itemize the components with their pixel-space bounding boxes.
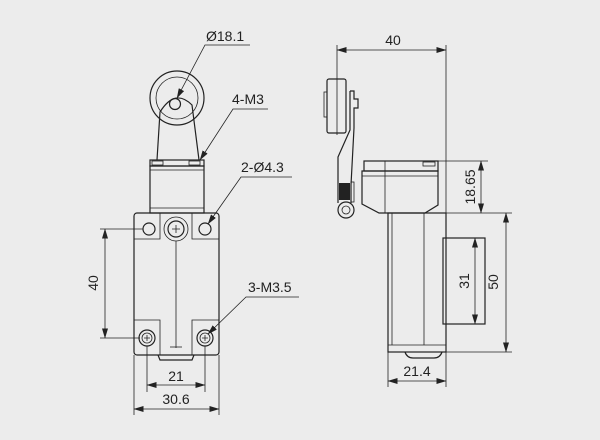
mounting-hole-left bbox=[142, 222, 156, 236]
dimension-21: 21 bbox=[146, 346, 206, 392]
dimension-21-4: 21.4 bbox=[387, 352, 447, 387]
roller bbox=[149, 70, 205, 126]
body-side bbox=[387, 212, 486, 359]
dim-label-30-6: 30.6 bbox=[162, 391, 189, 407]
callout-terminal-screws: 3-M3.5 bbox=[207, 279, 299, 335]
callout-roller-diameter: Ø18.1 bbox=[176, 28, 250, 99]
dimension-18-65: 18.65 bbox=[438, 160, 512, 214]
dim-label-21: 21 bbox=[168, 368, 184, 384]
dimension-50: 50 bbox=[446, 212, 512, 353]
callout-label-mounting-holes: 2-Ø4.3 bbox=[241, 159, 284, 175]
roller-side bbox=[323, 78, 347, 134]
dim-label-21-4: 21.4 bbox=[403, 363, 430, 379]
callout-label-head-screws: 4-M3 bbox=[232, 91, 264, 107]
dim-label-31: 31 bbox=[456, 273, 472, 289]
dim-label-40-front: 40 bbox=[85, 275, 101, 291]
switch-head bbox=[149, 159, 205, 214]
front-view: 40 21 30.6 Ø18.1 4-M3 2-Ø4.3 bbox=[85, 28, 299, 415]
terminal-screw-left bbox=[138, 329, 156, 347]
terminal-screw-right bbox=[196, 329, 214, 347]
head-side bbox=[361, 160, 439, 214]
side-plate bbox=[442, 237, 486, 325]
callout-mounting-holes: 2-Ø4.3 bbox=[207, 159, 292, 225]
lever-side bbox=[337, 90, 359, 219]
dimension-40-horizontal: 40 bbox=[336, 32, 447, 213]
callout-label-roller-diameter: Ø18.1 bbox=[206, 28, 244, 44]
callout-head-screws: 4-M3 bbox=[199, 91, 268, 161]
center-screw bbox=[163, 216, 189, 242]
mounting-hole-right bbox=[198, 222, 212, 236]
callout-label-terminal-screws: 3-M3.5 bbox=[248, 279, 292, 295]
switch-body bbox=[133, 212, 220, 361]
dim-label-18-65: 18.65 bbox=[462, 169, 478, 204]
lever-arm bbox=[156, 97, 200, 161]
bottom-tab bbox=[157, 354, 195, 361]
dimension-30-6: 30.6 bbox=[133, 355, 220, 415]
dim-label-50: 50 bbox=[485, 274, 501, 290]
side-view: 40 18.65 31 50 21.4 bbox=[323, 32, 512, 387]
dimension-40-vertical: 40 bbox=[85, 228, 143, 339]
dimension-31: 31 bbox=[456, 237, 478, 325]
dim-label-40-side: 40 bbox=[385, 32, 401, 48]
